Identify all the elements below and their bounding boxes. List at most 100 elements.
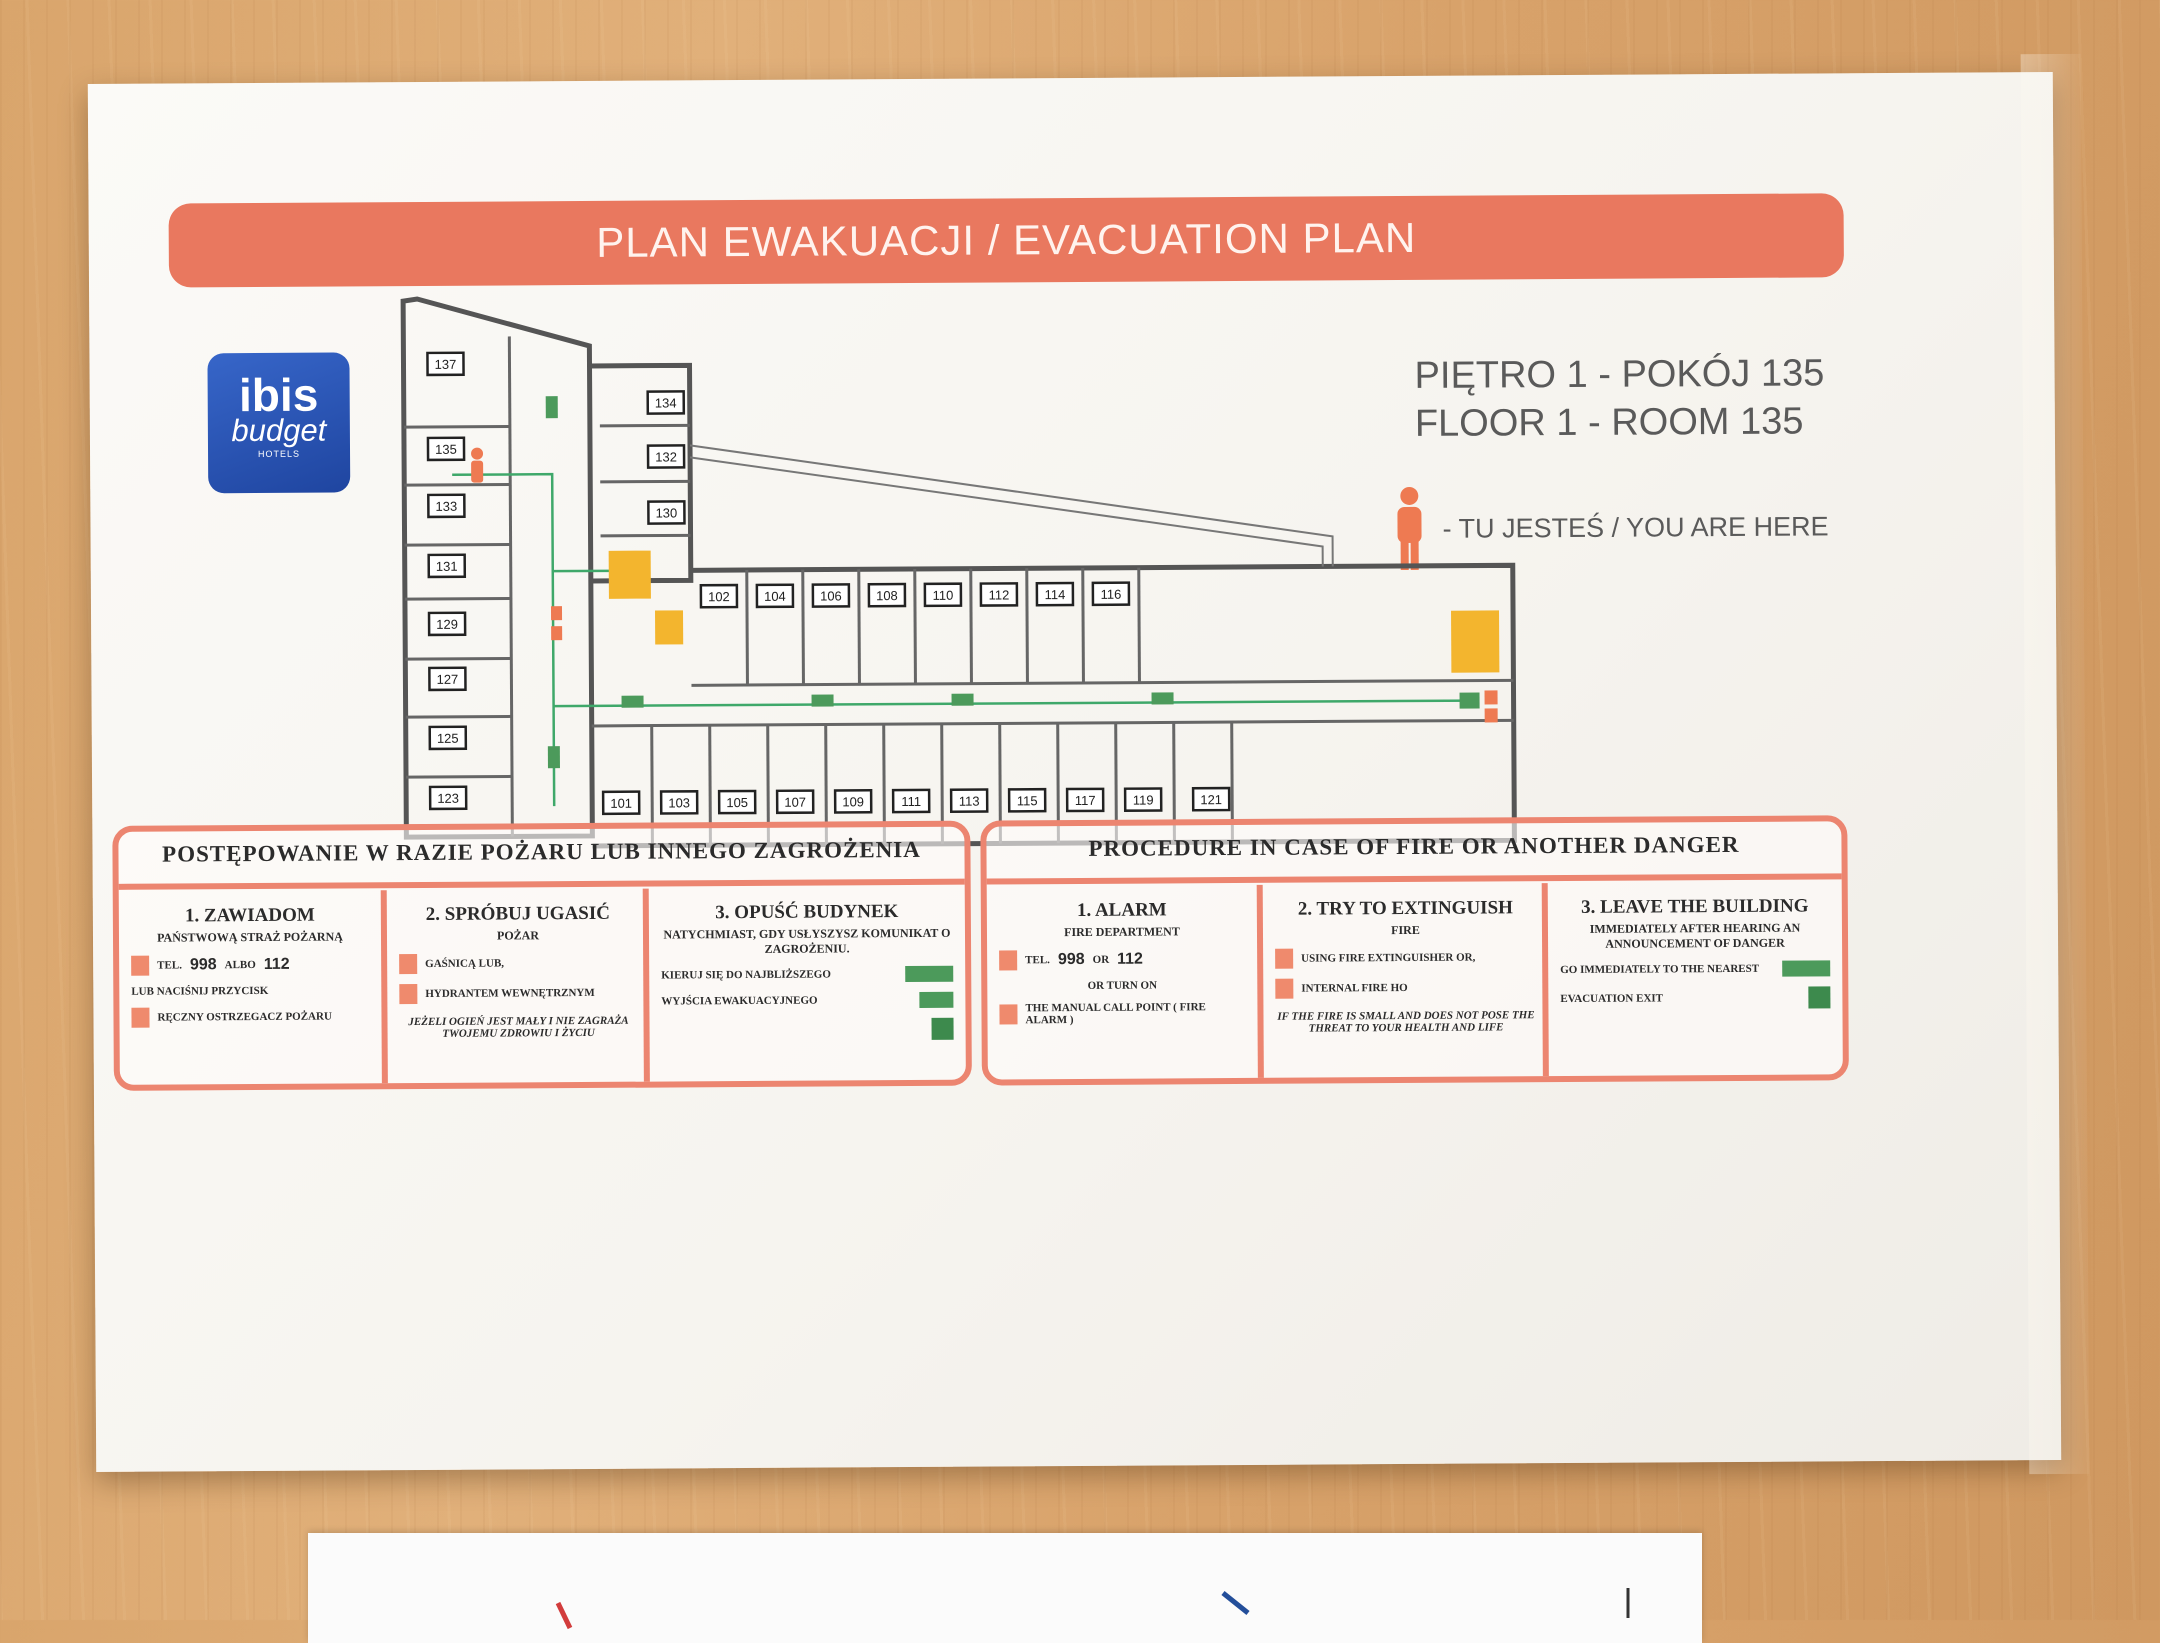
fire-alarm-icon — [999, 1004, 1018, 1025]
direction-line: KIERUJ SIĘ DO NAJBLIŻSZEGO — [661, 968, 831, 982]
hydrant-line: INTERNAL FIRE HO — [1301, 981, 1408, 995]
step2-title: SPRÓBUJ UGASIĆ — [444, 902, 611, 925]
room-label-112: 112 — [989, 587, 1010, 602]
room-label-box-101 — [601, 790, 641, 816]
room-label-131: 131 — [436, 559, 458, 574]
you-are-here-marker — [471, 447, 484, 483]
turn-on-line: OR TURN ON — [1087, 979, 1158, 992]
call-point-line: LUB NACIŚNIJ PRZYCISK — [131, 984, 269, 998]
room-label-133: 133 — [435, 499, 457, 514]
exit-sign-icon — [919, 991, 954, 1008]
step1-heading: 1. ZAWIADOM — [119, 904, 381, 928]
step2-note: IF THE FIRE IS SMALL AND DOES NOT POSE T… — [1277, 1009, 1535, 1035]
room-label-115: 115 — [1017, 793, 1038, 808]
room-label-box-137 — [426, 351, 465, 377]
fire-alarm-icon — [131, 1007, 150, 1028]
hydrant-line: HYDRANTEM WEWNĘTRZNYM — [425, 986, 595, 1000]
extinguisher-icon — [1275, 948, 1294, 969]
tel-separator: ALBO — [224, 959, 256, 972]
step1-num: 1. — [184, 905, 200, 927]
turn-on-row: OR TURN ON — [999, 979, 1245, 993]
hydrant-row: HYDRANTEM WEWNĘTRZNYM — [399, 983, 637, 1005]
step3-sub: NATYCHMIAST, GDY USŁYSZYSZ KOMUNIKAT O Z… — [663, 925, 951, 956]
extinguisher-line: USING FIRE EXTINGUISHER OR, — [1301, 951, 1476, 965]
fire-equipment-markers — [550, 606, 1498, 723]
room-label-111: 111 — [901, 794, 921, 809]
hydrant-icon — [1275, 978, 1294, 999]
room-label-box-133 — [427, 493, 466, 519]
step1-heading: 1. ALARM — [987, 899, 1257, 923]
step3-title: OPUŚĆ BUDYNEK — [734, 901, 899, 924]
logo-line1: ibis — [238, 368, 319, 422]
card-marks — [555, 1588, 1630, 1630]
room-label-121: 121 — [1200, 792, 1222, 807]
call-point-row: LUB NACIŚNIJ PRZYCISK — [131, 984, 369, 998]
roof-lines — [689, 444, 1334, 567]
exit-door-row — [662, 1017, 954, 1042]
room-label-123: 123 — [437, 791, 459, 806]
step-extinguish-en: 2. TRY TO EXTINGUISH FIRE USING FIRE EXT… — [1256, 883, 1549, 1078]
step1-title: ALARM — [1094, 899, 1167, 921]
room-label-box-116 — [1091, 581, 1131, 607]
room-label-box-134 — [646, 390, 686, 415]
floor-plan: 1371351331311291271251231341321301021041… — [400, 296, 1517, 849]
staircase-icons — [608, 550, 1500, 673]
tel-prefix: TEL. — [1025, 954, 1050, 967]
room-label-box-115 — [1007, 787, 1047, 813]
room-label-box-127 — [428, 666, 467, 692]
tel-number-1: 998 — [1057, 950, 1085, 969]
phone-icon — [131, 955, 150, 976]
lower-paper-card — [308, 1533, 1702, 1643]
room-label-box-112 — [979, 582, 1019, 607]
room-label-103: 103 — [668, 795, 690, 810]
exit-door-icon — [1808, 986, 1831, 1009]
room-label-108: 108 — [876, 588, 898, 603]
room-label-129: 129 — [436, 617, 458, 632]
top-row-partitions — [691, 567, 1514, 687]
exit-row: EVACUATION EXIT — [1560, 986, 1831, 1010]
step2-note: JEŻELI OGIEŃ JEST MAŁY I NIE ZAGRAŻA TWO… — [408, 1014, 629, 1040]
room-label-box-114 — [1035, 581, 1075, 607]
procedure-title-pl: POSTĘPOWANIE W RAZIE POŻARU LUB INNEGO Z… — [162, 836, 921, 867]
you-are-here-legend: - TU JESTEŚ / YOU ARE HERE — [1392, 483, 1829, 572]
tel-number-2: 112 — [1117, 950, 1143, 968]
exit-row: WYJŚCIA EWAKUACYJNEGO — [661, 991, 954, 1010]
call-point-row: THE MANUAL CALL POINT ( FIRE ALARM ) — [999, 1001, 1245, 1027]
room-label-box-135 — [426, 436, 466, 462]
procedure-panel-pl: POSTĘPOWANIE W RAZIE POŻARU LUB INNEGO Z… — [112, 820, 972, 1091]
room-label-101: 101 — [610, 796, 632, 811]
direction-row: GO IMMEDIATELY TO THE NEAREST — [1560, 960, 1831, 978]
room-label-box-103 — [659, 790, 699, 815]
ibis-budget-logo: ibis budget HOTELS — [207, 352, 351, 494]
tel-prefix: TEL. — [157, 959, 182, 972]
extinguisher-row: USING FIRE EXTINGUISHER OR, — [1275, 947, 1536, 969]
room-label-104: 104 — [764, 589, 786, 604]
room-label-box-105 — [717, 789, 757, 815]
room-label-box-125 — [428, 725, 468, 751]
logo-line3: HOTELS — [257, 448, 301, 459]
step-extinguish-pl: 2. SPRÓBUJ UGASIĆ POŻAR GAŚNICĄ LUB, HYD… — [380, 888, 650, 1084]
person-icon — [1397, 486, 1422, 571]
step2-heading: 2. TRY TO EXTINGUISH — [1297, 897, 1513, 920]
room-label-box-104 — [755, 583, 795, 609]
room-label-114: 114 — [1045, 587, 1066, 602]
step1-title: ZAWIADOM — [203, 904, 315, 927]
room-label-box-106 — [811, 583, 851, 608]
left-wing-partitions — [403, 336, 514, 837]
extinguisher-icon — [399, 954, 418, 975]
room-label-box-130 — [647, 500, 686, 525]
stairs-west — [608, 550, 651, 599]
step-alarm-en: 1. ALARM FIRE DEPARTMENT TEL. 998 OR 112… — [987, 885, 1258, 1080]
room-label-box-123 — [428, 785, 468, 811]
exit-line: EVACUATION EXIT — [1560, 992, 1664, 1006]
evacuation-plan-sheet: PLAN EWAKUACJI / EVACUATION PLAN ibis bu… — [87, 53, 2090, 1475]
stairs-mid — [655, 610, 684, 645]
step3-sub: IMMEDIATELY AFTER HEARING AN ANNOUNCEMEN… — [1589, 920, 1801, 951]
extinguisher-row: GAŚNICĄ LUB, — [399, 953, 637, 975]
exit-line: WYJŚCIA EWAKUACYJNEGO — [661, 994, 818, 1008]
phone-icon — [999, 950, 1018, 971]
room-label-box-131 — [427, 553, 467, 579]
room-label-134: 134 — [655, 395, 677, 410]
alarm-row: RĘCZNY OSTRZEGACZ POŻARU — [131, 1006, 369, 1028]
